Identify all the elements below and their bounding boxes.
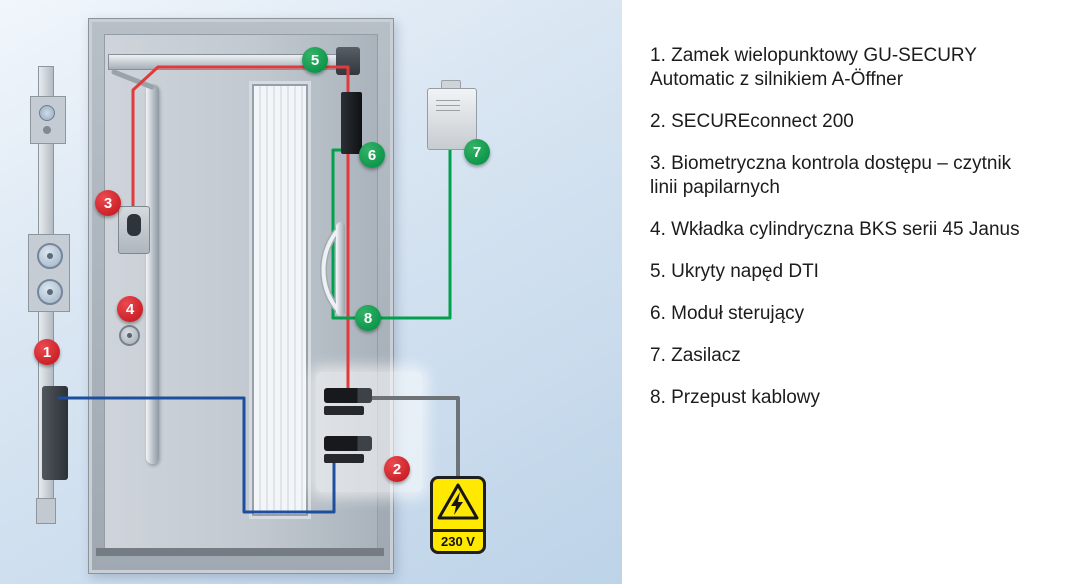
door-threshold: [96, 548, 384, 556]
badge-5: 5: [302, 47, 328, 73]
cable-connector-1b: [324, 406, 364, 415]
wire-green: [331, 146, 452, 320]
lock-case-top: [30, 96, 66, 144]
cylinder-lock: [119, 325, 140, 346]
fingerprint-reader: [118, 206, 150, 254]
warning-triangle-icon: [437, 483, 479, 520]
legend-item-8: 8. Przepust kablowy: [650, 387, 821, 408]
power-supply-body: [427, 88, 477, 150]
legend-item-2: 2. SECUREconnect 200: [650, 111, 854, 132]
badge-4: 4: [117, 296, 143, 322]
warning-sign-230v: 230 V: [430, 476, 486, 554]
badge-8: 8: [355, 305, 381, 331]
lock-bolt-lower: [37, 279, 63, 305]
latch-dot: [43, 126, 51, 134]
badge-1: 1: [34, 339, 60, 365]
badge-6: 6: [359, 142, 385, 168]
control-module: [341, 92, 362, 154]
pull-handle-bar: [146, 84, 159, 464]
lock-bolt-upper: [37, 243, 63, 269]
wire-blue: [58, 396, 336, 514]
badge-7: 7: [464, 139, 490, 165]
wiring-layer: [58, 65, 460, 514]
latch-cylinder: [39, 105, 55, 121]
lock-strip-end: [36, 498, 56, 524]
strike-box: [42, 386, 68, 480]
cable-connector-2: [324, 436, 372, 451]
badge-3: 3: [95, 190, 121, 216]
cable-connector-2b: [324, 454, 364, 463]
drive-arm: [111, 69, 155, 90]
legend-item-6: 6. Moduł sterujący: [650, 303, 805, 324]
wire-gray-power: [372, 396, 460, 478]
lightning-icon: [451, 492, 463, 515]
fingerprint-sensor: [127, 214, 141, 236]
power-supply-label-lines: [436, 100, 460, 114]
legend-item-1: 1. Zamek wielopunktowy GU-SECURY Automat…: [650, 45, 977, 90]
power-supply: [427, 80, 477, 150]
legend-panel: 1. Zamek wielopunktowy GU-SECURY Automat…: [622, 0, 1073, 584]
legend-item-3: 3. Biometryczna kontrola dostępu – czytn…: [650, 153, 1012, 198]
lever-handle-bar: [336, 222, 345, 316]
cable-connector-1: [324, 388, 372, 403]
lever-handle-arc: [320, 224, 344, 316]
lock-case-main: [28, 234, 70, 312]
legend-item-5: 5. Ukryty napęd DTI: [650, 261, 819, 282]
voltage-label: 230 V: [433, 529, 483, 551]
glass-panel: [252, 84, 308, 516]
badge-2: 2: [384, 456, 410, 482]
wire-red: [131, 65, 350, 392]
legend-item-7: 7. Zasilacz: [650, 345, 741, 366]
diagram-panel: 230 V 1 2 3 4 5 6 7 8: [0, 0, 622, 584]
legend-item-4: 4. Wkładka cylindryczna BKS serii 45 Jan…: [650, 219, 1020, 240]
